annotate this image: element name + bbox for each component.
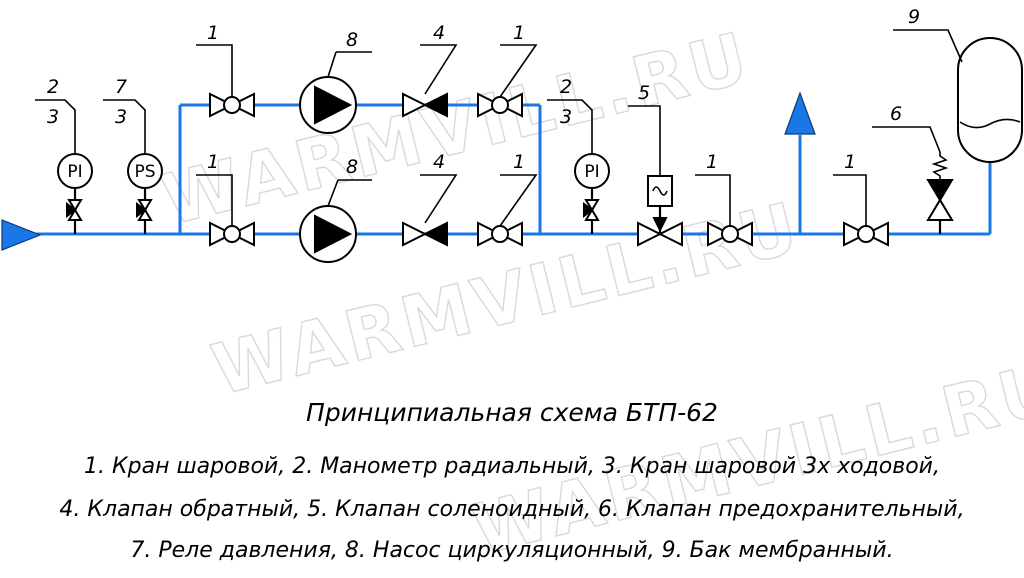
pressure-gauge-assembly: PI	[574, 153, 610, 234]
legend-line: 4. Клапан обратный, 5. Клапан соленоидны…	[59, 497, 965, 522]
position-tag: 5	[638, 82, 650, 104]
ball-valve-icon	[209, 221, 255, 247]
position-tag: 1	[207, 151, 219, 173]
gauge-label: PI	[67, 162, 82, 182]
leader-lines	[35, 29, 963, 227]
gauge-label: PI	[584, 162, 599, 182]
position-tag: 4	[433, 151, 445, 173]
membrane-tank-icon	[957, 37, 1023, 163]
pressure-gauge-assembly: PI	[57, 153, 93, 234]
pressure-switch-assembly: PS	[127, 153, 163, 234]
check-valve-icon	[402, 221, 448, 247]
check-valve-icon	[402, 92, 448, 118]
watermark-text: WARMVILL.RU	[154, 16, 759, 241]
ball-valve-icon	[477, 92, 523, 118]
position-tag: 8	[346, 29, 358, 51]
position-tag: 6	[890, 103, 902, 125]
legend-line: 7. Реле давления, 8. Насос циркуляционны…	[130, 538, 894, 563]
ball-valve-icon	[209, 92, 255, 118]
position-tag: 4	[433, 22, 445, 44]
position-tag: 8	[346, 156, 358, 178]
ball-valve-icon	[843, 221, 889, 247]
circulation-pump-icon	[299, 205, 357, 263]
solenoid-valve-icon	[637, 175, 683, 247]
circulation-pump-icon	[299, 76, 357, 134]
position-tag: 2	[47, 76, 59, 98]
safety-valve-icon	[926, 152, 954, 234]
position-tag: 1	[513, 22, 525, 44]
switch-label: PS	[134, 162, 155, 182]
watermark-text: WARMVILL.RU	[204, 186, 809, 411]
legend-line: 1. Кран шаровой, 2. Манометр радиальный,…	[84, 454, 940, 479]
ball-valve-icon	[707, 221, 753, 247]
watermark-group: WARMVILL.RU WARMVILL.RU WARMVILL.RU	[154, 15, 1024, 572]
position-tag: 3	[560, 106, 572, 128]
ball-valve-icon	[477, 221, 523, 247]
diagram-title: Принципиальная схема БТП-62	[306, 398, 718, 427]
position-tag: 3	[115, 106, 127, 128]
inlet-arrow-icon	[1, 219, 42, 251]
position-tag: 1	[706, 151, 718, 173]
position-tag: 1	[844, 151, 856, 173]
position-tag: 3	[47, 106, 59, 128]
position-tag: 1	[513, 151, 525, 173]
position-tag: 1	[207, 22, 219, 44]
outlet-arrow-icon	[784, 91, 816, 135]
position-tag: 9	[908, 6, 920, 28]
position-tag: 2	[560, 76, 572, 98]
position-tag: 7	[115, 76, 127, 98]
position-tags: 2 3 7 3 1 8 4 1 1 8 4 1 2 3 5 1 6 1 9	[47, 6, 920, 178]
